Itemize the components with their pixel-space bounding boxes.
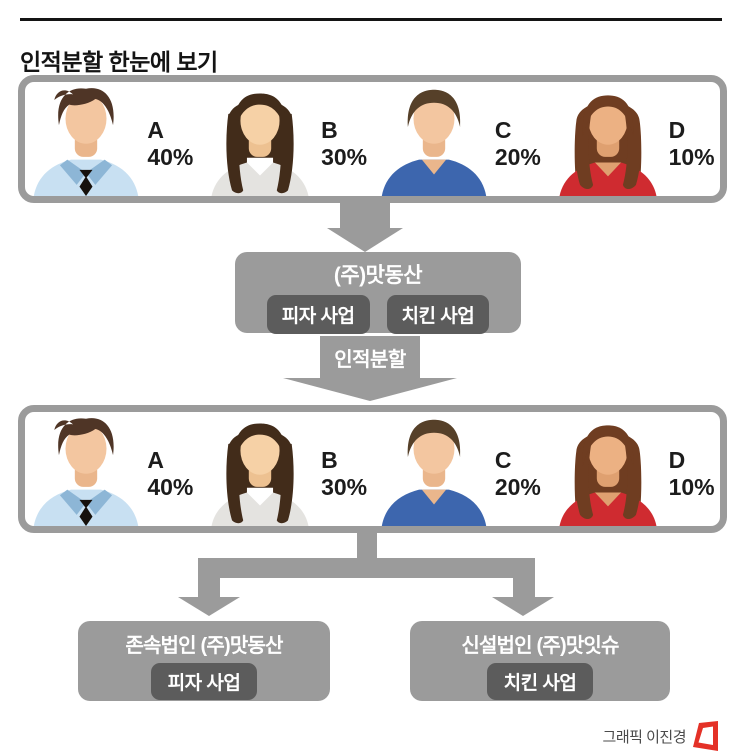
branch-bar [198,558,535,578]
shareholder-cell: B 30% [199,412,373,526]
credit-text: 그래픽 이진경 [602,728,687,746]
shareholder-cell: A 40% [25,82,199,196]
shareholder-letter: A [147,117,164,144]
avatar-d-icon [552,416,664,526]
branch-arrow-right-icon [492,597,554,616]
new-company-division: 치킨 사업 [486,663,594,700]
footer: 그래픽 이진경 [603,721,718,751]
shareholder-letter: B [321,447,338,474]
shareholder-percent: 40% [147,143,194,170]
shareholder-letter: C [494,117,512,144]
surviving-company-division: 피자 사업 [150,663,258,700]
new-company-box: 신설법인 (주)맛잇슈 치킨 사업 [410,621,670,701]
shareholder-letter: B [321,117,338,144]
avatar-b-icon [204,416,316,526]
shareholder-percent: 20% [494,143,541,170]
shareholder-cell: A 40% [25,412,199,526]
title-rule [20,18,722,21]
division-row: 피자 사업 치킨 사업 [235,295,521,334]
branch-trunk [357,533,377,559]
branch-stem-right [513,578,535,598]
shareholder-label: A 40% [147,447,193,500]
surviving-company-name: 존속법인 (주)맛동산 [125,635,283,657]
shareholder-label: B 30% [321,447,367,500]
division-chip-pizza: 피자 사업 [266,295,370,334]
shareholder-letter: D [668,117,686,144]
shareholder-percent: 20% [494,473,541,500]
shareholder-letter: C [494,447,512,474]
shareholder-cell: D 10% [546,82,720,196]
shareholder-letter: D [668,447,686,474]
avatar-d-icon [552,86,664,196]
parent-company-name: (주)맛동산 [333,264,423,287]
down-arrow-head-icon [327,228,403,252]
spinoff-arrow-label: 인적분할 [334,348,406,371]
shareholder-label: A 40% [147,117,193,170]
surviving-company-box: 존속법인 (주)맛동산 피자 사업 [78,621,330,701]
spinoff-arrow-head-icon [283,378,457,401]
shareholder-percent: 30% [321,143,368,170]
publisher-logo-icon [693,721,718,751]
shareholder-letter: A [147,447,164,474]
shareholder-cell: D 10% [546,412,720,526]
shareholder-cell: B 30% [199,82,373,196]
shareholder-percent: 30% [321,473,368,500]
shareholders-box-after: A 40% B 30% C 20% D 10% [18,405,727,533]
avatar-a-icon [30,416,142,526]
division-chip-chicken: 치킨 사업 [386,295,490,334]
avatar-c-icon [378,86,490,196]
shareholder-cell: C 20% [373,412,547,526]
shareholder-label: C 20% [495,117,541,170]
shareholder-label: B 30% [321,117,367,170]
shareholder-percent: 10% [668,143,715,170]
shareholder-percent: 10% [668,473,715,500]
parent-company-box: (주)맛동산 피자 사업 치킨 사업 [235,252,521,334]
avatar-c-icon [378,416,490,526]
spinoff-arrow-icon: 인적분할 [320,336,420,378]
shareholders-box-before: A 40% B 30% C 20% D 10% [18,75,727,203]
shareholder-label: D 10% [669,117,715,170]
new-company-name: 신설법인 (주)맛잇슈 [461,635,619,657]
branch-arrow-left-icon [178,597,240,616]
shareholder-percent: 40% [147,473,194,500]
shareholder-label: D 10% [669,447,715,500]
avatar-a-icon [30,86,142,196]
shareholder-cell: C 20% [373,82,547,196]
shareholder-label: C 20% [495,447,541,500]
down-arrow-icon [340,202,390,229]
avatar-b-icon [204,86,316,196]
branch-stem-left [198,578,220,598]
page-title: 인적분할 한눈에 보기 [20,49,218,76]
